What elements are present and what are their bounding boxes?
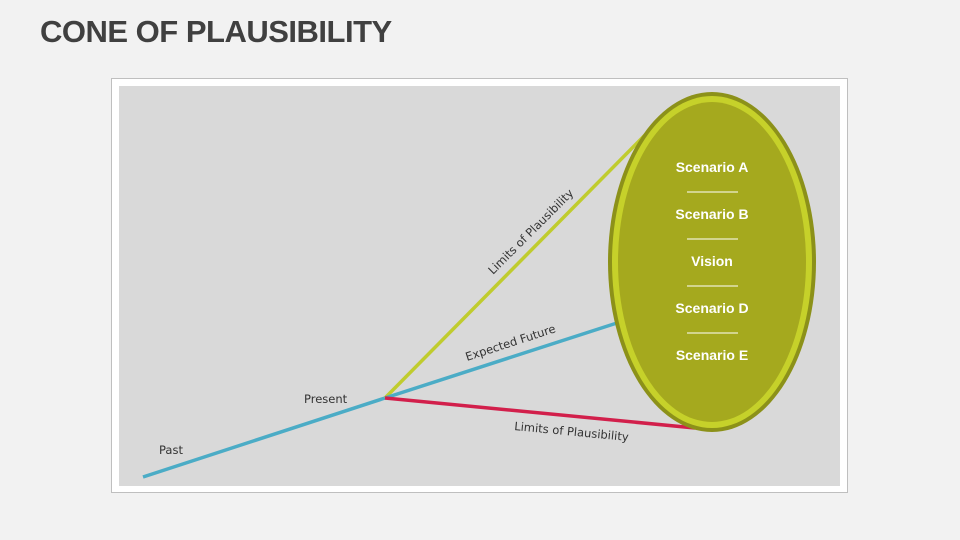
past-label: Past	[159, 443, 183, 457]
vision-label: Vision	[691, 253, 733, 269]
scenario-a-label: Scenario A	[676, 159, 749, 175]
scenario-d-label: Scenario D	[675, 300, 748, 316]
expected-future-line	[384, 320, 621, 400]
lower-limit-label: Limits of Plausibility	[514, 419, 630, 444]
scenario-e-label: Scenario E	[676, 347, 748, 363]
upper-limit-line	[383, 128, 652, 400]
upper-limit-label: Limits of Plausibility	[485, 186, 576, 277]
present-label: Present	[304, 392, 348, 406]
lower-limit-line	[384, 396, 696, 430]
scenario-ellipse	[618, 102, 806, 422]
slide-title: CONE OF PLAUSIBILITY	[40, 14, 392, 49]
scenario-b-label: Scenario B	[675, 206, 748, 222]
past-timeline	[142, 396, 386, 479]
